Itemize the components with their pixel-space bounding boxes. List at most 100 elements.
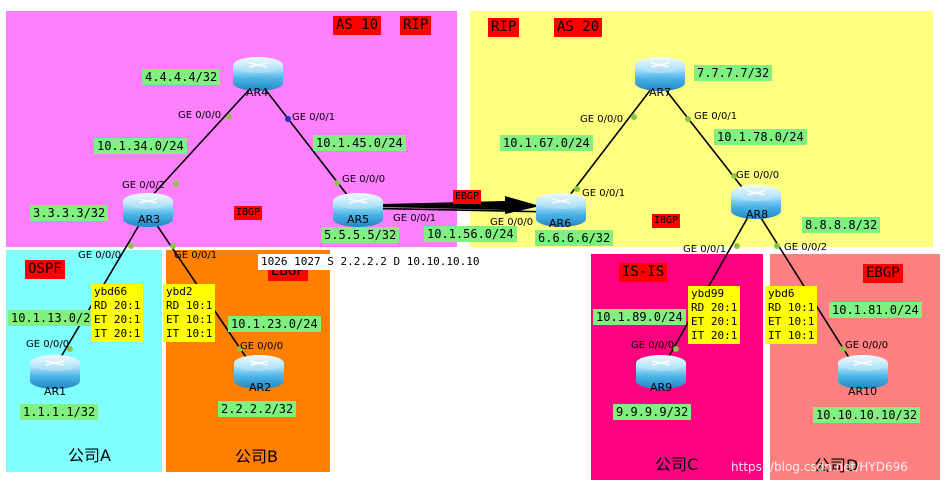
vpn-ybd99-et: ET 20:1 xyxy=(691,315,738,328)
subnet-ar4-ar5: 10.1.45.0/24 xyxy=(313,135,406,151)
router-name-ar7: AR7 xyxy=(649,86,672,99)
dot-ar4-ge001 xyxy=(285,116,291,122)
dot-ar3-ge000 xyxy=(128,243,134,249)
vpn-instance-ybd2: ybd2 RD 10:1 ET 10:1 IT 10:1 xyxy=(163,284,216,342)
loopback-ar2: 2.2.2.2/32 xyxy=(218,401,297,417)
link-ar3-ar4 xyxy=(147,79,259,201)
port-ar4-ge000: GE 0/0/0 xyxy=(178,110,222,121)
vpn-ybd6-name: ybd6 xyxy=(768,287,795,300)
router-icon-ar4[interactable] xyxy=(233,57,283,91)
interface-dots xyxy=(67,114,846,352)
subnet-ar2-ar3: 10.1.23.0/24 xyxy=(228,316,321,332)
router-icon-ar1[interactable] xyxy=(30,355,80,389)
router-icon-ar6[interactable] xyxy=(536,193,586,227)
dot-ar1-ge000 xyxy=(67,346,73,352)
router-name-ar10: AR10 xyxy=(848,385,878,398)
vpn-ybd66-it: IT 20:1 xyxy=(94,327,141,340)
link-ar7-ar8 xyxy=(657,79,753,201)
dot-ar2-ge000 xyxy=(237,346,243,352)
router-name-ar1: AR1 xyxy=(44,385,67,398)
loopback-ar10: 10.10.10.10/32 xyxy=(813,407,921,423)
port-ar9-ge000: GE 0/0/0 xyxy=(631,340,675,351)
as10-name-tag: AS 10 xyxy=(333,16,382,35)
vpn-ybd99-it: IT 20:1 xyxy=(691,329,738,342)
subnet-ar7-ar8: 10.1.78.0/24 xyxy=(714,129,807,145)
dot-ar8-ge001 xyxy=(734,243,740,249)
as20-ibgp-tag: IBGP xyxy=(652,214,681,228)
port-ar6-ge001: GE 0/0/1 xyxy=(582,188,626,199)
vpn-ybd6-et: ET 10:1 xyxy=(768,315,815,328)
port-ar7-ge000: GE 0/0/0 xyxy=(580,114,624,125)
port-ar2-ge000: GE 0/0/0 xyxy=(240,341,284,352)
subnet-ar5-ar6: 10.1.56.0/24 xyxy=(424,226,517,242)
loopback-ar1: 1.1.1.1/32 xyxy=(20,404,99,420)
loopback-ar5: 5.5.5.5/32 xyxy=(321,227,400,243)
loopback-ar7: 7.7.7.7/32 xyxy=(694,65,773,81)
subnet-ar8-ar9: 10.1.89.0/24 xyxy=(593,309,686,325)
dot-ar8-ge002 xyxy=(774,243,780,249)
dot-ar3-ge001 xyxy=(170,243,176,249)
router-icon-ar3[interactable] xyxy=(123,193,173,227)
dot-ar7-ge000 xyxy=(631,114,637,120)
router-icon-ar9[interactable] xyxy=(636,355,686,389)
as20-name-tag: AS 20 xyxy=(554,18,603,37)
port-ar8-ge001: GE 0/0/1 xyxy=(683,244,727,255)
port-ar4-ge001: GE 0/0/1 xyxy=(292,112,336,123)
vpn-ybd2-rd: RD 10:1 xyxy=(166,299,213,312)
port-ar3-ge002: GE 0/0/2 xyxy=(122,180,166,191)
port-ar3-ge001: GE 0/0/1 xyxy=(174,250,218,261)
vpn-ybd6-it: IT 10:1 xyxy=(768,329,815,342)
port-ar7-ge001: GE 0/0/1 xyxy=(694,111,738,122)
port-ar5-ge000: GE 0/0/0 xyxy=(342,174,386,185)
port-ar8-ge002: GE 0/0/2 xyxy=(784,242,828,253)
company-a-protocol-tag: OSPF xyxy=(25,260,65,279)
router-name-ar4: AR4 xyxy=(246,86,269,99)
loopback-ar9: 9.9.9.9/32 xyxy=(613,404,692,420)
dot-ar3-ge002 xyxy=(173,181,179,187)
router-icon-ar5[interactable] xyxy=(333,193,383,227)
port-ar1-ge000: GE 0/0/0 xyxy=(26,339,70,350)
company-a-name: 公司A xyxy=(68,446,111,465)
company-d-protocol-tag: EBGP xyxy=(863,264,903,283)
subnet-ar8-ar10: 10.1.81.0/24 xyxy=(829,302,922,318)
vpn-ybd2-et: ET 10:1 xyxy=(166,313,213,326)
vpn-instance-ybd6: ybd6 RD 10:1 ET 10:1 IT 10:1 xyxy=(765,286,818,344)
port-ar8-ge000: GE 0/0/0 xyxy=(736,170,780,181)
as20-protocol-tag: RIP xyxy=(488,18,520,37)
subnet-ar6-ar7: 10.1.67.0/24 xyxy=(500,135,593,151)
vpn-ybd66-rd: RD 20:1 xyxy=(94,299,141,312)
dot-ar9-ge000 xyxy=(673,346,679,352)
dot-ar7-ge001 xyxy=(685,116,691,122)
link-ar5-ar6 xyxy=(354,207,556,213)
vpn-ybd66-et: ET 20:1 xyxy=(94,313,141,326)
vpn-ybd66-name: ybd66 xyxy=(94,285,128,298)
company-c-name: 公司C xyxy=(655,455,699,474)
router-name-ar3: AR3 xyxy=(138,213,161,226)
port-ar10-ge000: GE 0/0/0 xyxy=(845,340,889,351)
router-icon-ar10[interactable] xyxy=(838,355,888,389)
subnet-ar3-ar4: 10.1.34.0/24 xyxy=(94,138,187,154)
port-ar5-ge001: GE 0/0/1 xyxy=(393,213,437,224)
router-name-ar8: AR8 xyxy=(746,208,769,221)
router-icon-ar2[interactable] xyxy=(234,355,284,389)
router-name-ar2: AR2 xyxy=(249,381,272,394)
ebgp-link-tag: EBGP xyxy=(453,190,482,204)
dot-ar8-ge000 xyxy=(731,173,737,179)
dot-ar10-ge000 xyxy=(840,346,846,352)
company-b-name: 公司B xyxy=(235,447,278,466)
router-icon-ar8[interactable] xyxy=(731,185,781,219)
router-name-ar5: AR5 xyxy=(347,213,370,226)
loopback-ar6: 6.6.6.6/32 xyxy=(535,230,614,246)
subnet-ar1-ar3: 10.1.13.0/24 xyxy=(8,310,101,326)
company-c-protocol-tag: IS-IS xyxy=(619,263,668,282)
router-name-ar9: AR9 xyxy=(650,381,673,394)
dot-ar5-ge000 xyxy=(334,180,340,186)
as10-ibgp-tag: IBGP xyxy=(234,206,263,220)
dot-ar6-ge001 xyxy=(574,186,580,192)
port-ar3-ge000: GE 0/0/0 xyxy=(78,250,122,261)
as10-protocol-tag: RIP xyxy=(400,16,432,35)
company-d-name: 公司D xyxy=(814,456,859,475)
ebgp-arrow xyxy=(382,196,540,214)
router-icon-ar7[interactable] xyxy=(635,57,685,91)
route-table-line: 1026 1027 S 2.2.2.2 D 10.10.10.10 xyxy=(258,254,483,270)
